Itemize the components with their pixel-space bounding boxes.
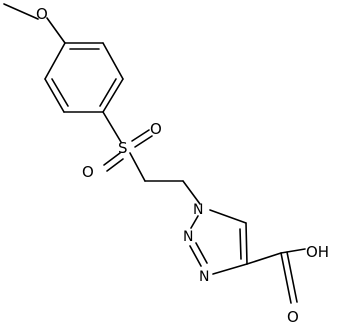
acid-hydroxyl-label: OH bbox=[306, 243, 329, 261]
sulfonyl-oxygen-right-label: O bbox=[150, 120, 162, 138]
benzene-bond-6 bbox=[44, 42, 66, 80]
carboxyl-carbonyl-bond-1 bbox=[280, 252, 292, 304]
triazole-n3-n2-inner-bond bbox=[195, 242, 208, 264]
sulfur-methylene-bond bbox=[129, 152, 146, 182]
methyl-bond bbox=[3, 3, 39, 20]
sulfonyl-double-bond-left-1 bbox=[103, 152, 121, 166]
triazole-n3-label: N bbox=[199, 269, 209, 285]
carboxyl-hydroxyl-bond bbox=[280, 248, 306, 254]
sulfonyl-double-bond-left-2 bbox=[106, 158, 124, 172]
triazole-n3-n2-bond bbox=[189, 245, 202, 267]
triazole-c5-c4-bond bbox=[245, 222, 248, 265]
benzene-double-bond-right bbox=[99, 78, 117, 107]
benzene-double-bond-left bbox=[51, 78, 69, 107]
triazole-carboxyl-bond bbox=[246, 252, 282, 265]
triazole-c5-c4-inner-bond bbox=[239, 228, 242, 260]
methoxy-oxygen-label: O bbox=[36, 5, 48, 23]
triazole-c4-n3-bond bbox=[212, 263, 248, 275]
sulfonyl-double-bond-right-1 bbox=[131, 129, 150, 142]
triazole-n1-label: N bbox=[193, 202, 203, 218]
sulfonyl-oxygen-left-label: O bbox=[82, 163, 94, 181]
methylene-n1-bond bbox=[182, 180, 201, 205]
benzene-bond-5 bbox=[44, 78, 65, 113]
benzene-bond-3 bbox=[102, 78, 124, 113]
sulfonyl-double-bond-right-2 bbox=[134, 135, 153, 148]
triazole-n1-c5-bond bbox=[209, 209, 247, 224]
triazole-n2-label: N bbox=[183, 229, 193, 245]
aryl-sulfur-bond bbox=[102, 111, 122, 143]
benzene-bond-2 bbox=[102, 42, 124, 80]
sulfur-label: S bbox=[118, 139, 128, 157]
acid-carbonyl-oxygen-label: O bbox=[287, 308, 299, 323]
methoxy-aryl-bond bbox=[46, 17, 66, 44]
triazole-n2-n1-bond bbox=[190, 215, 199, 229]
carboxyl-carbonyl-bond-2 bbox=[286, 251, 298, 303]
